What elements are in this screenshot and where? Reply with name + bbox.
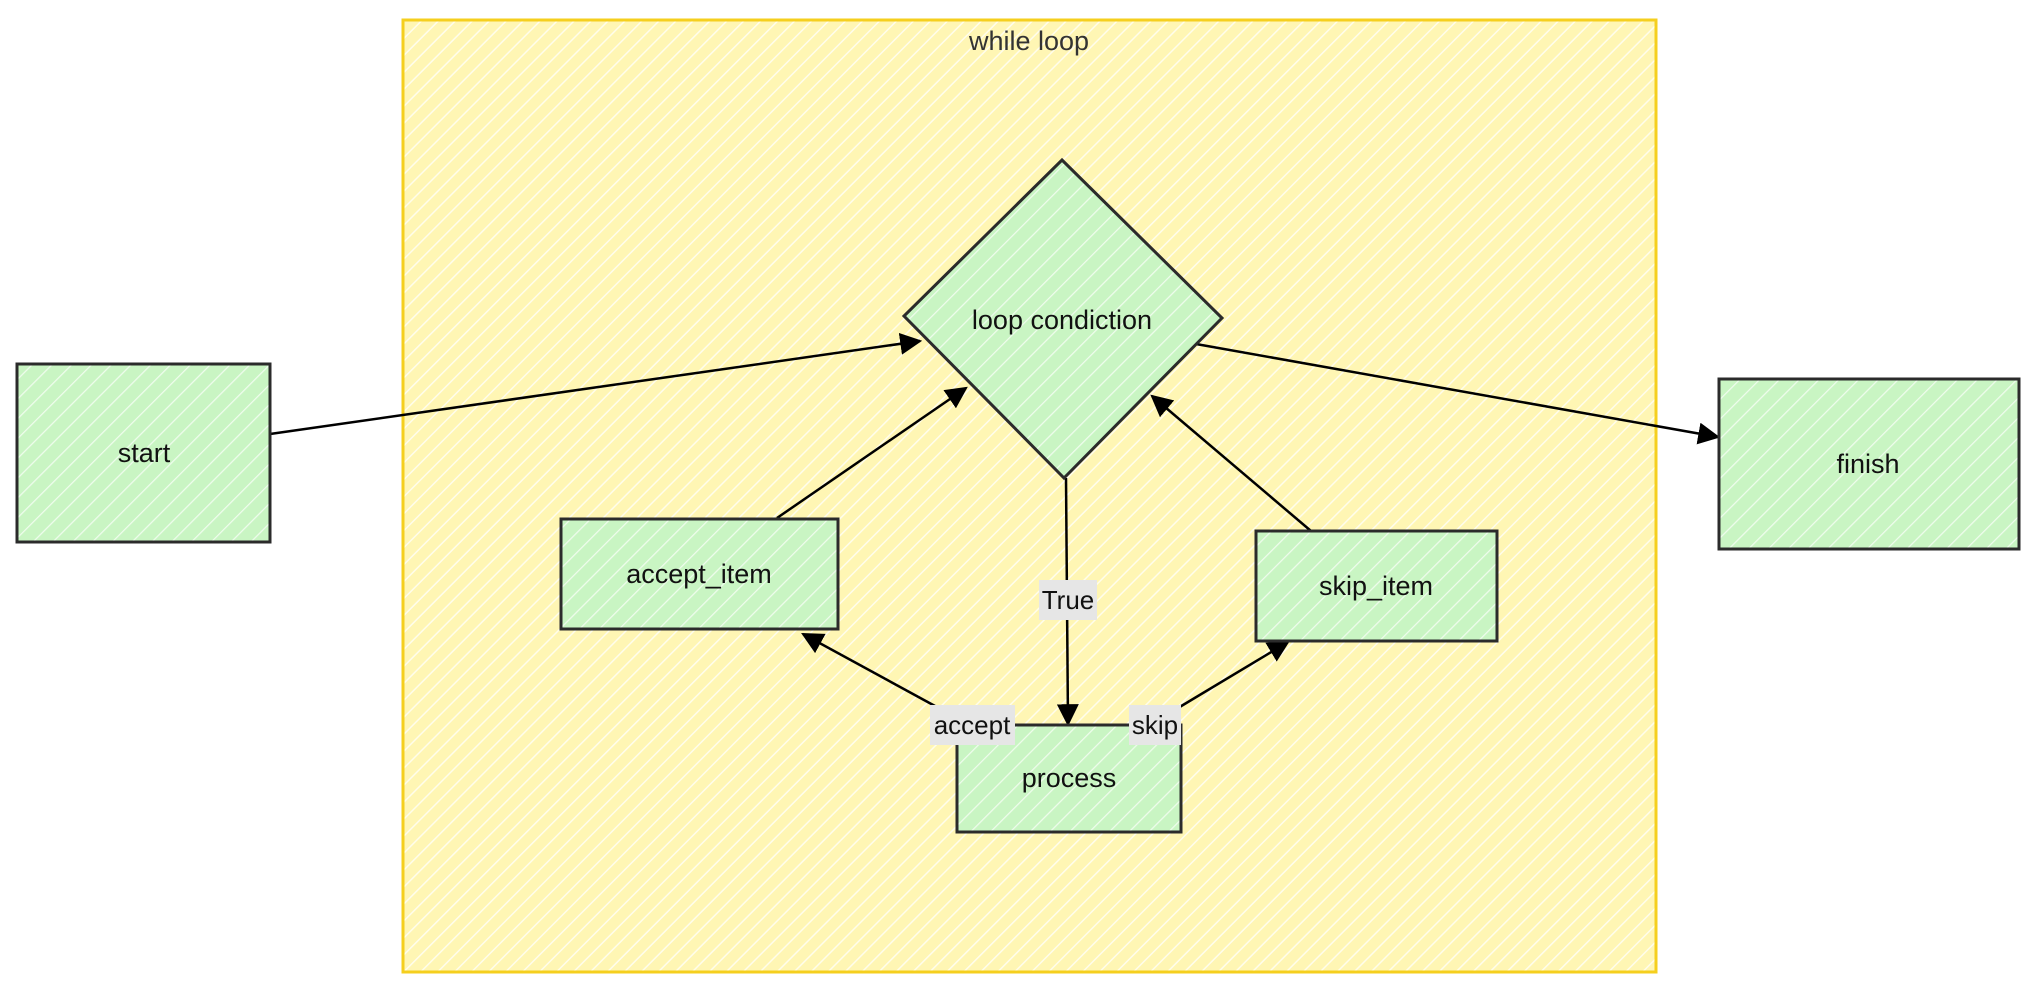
edge-label-true-bg [1039,580,1097,620]
edge-label-accept-bg [930,705,1015,745]
node-loop-condition-diamond [901,157,1225,481]
node-start-label: start [118,438,171,468]
node-process-label: process [1022,763,1117,793]
edge-label-true: True [1039,580,1097,620]
edge-process-to-skip-item[interactable] [1177,640,1290,710]
edge-accept-item-to-loop-condition[interactable] [776,386,968,520]
edge-skip-item-to-loop-condition[interactable] [1150,394,1312,532]
edge-process-to-accept-item[interactable] [801,632,936,708]
node-finish-box [1717,377,2021,551]
edge-label-accept: accept [930,705,1015,745]
node-finish-label: finish [1836,449,1899,479]
edge-label-skip-bg [1129,705,1181,745]
edge-label-skip-text: skip [1132,710,1178,740]
node-skip-item-label: skip_item [1319,571,1433,601]
node-loop-condition[interactable]: loop condiction [901,157,1225,481]
node-finish[interactable]: finish [1717,377,2021,551]
while-loop-group-label: while loop [968,26,1089,56]
edges [269,332,1721,727]
edge-loop-condition-to-finish[interactable] [1195,342,1721,445]
node-loop-condition-label: loop condiction [972,305,1152,335]
node-accept-item-box [559,517,840,631]
node-skip-item[interactable]: skip_item [1254,529,1499,643]
node-accept-item[interactable]: accept_item [559,517,840,631]
edge-label-true-text: True [1042,585,1095,615]
edge-start-to-loop-condition[interactable] [269,332,923,436]
node-accept-item-label: accept_item [626,559,772,589]
edge-label-skip: skip [1129,705,1181,745]
edge-label-accept-text: accept [934,710,1011,740]
node-start-box [15,362,272,544]
node-start[interactable]: start [15,362,272,544]
node-skip-item-box [1254,529,1499,643]
